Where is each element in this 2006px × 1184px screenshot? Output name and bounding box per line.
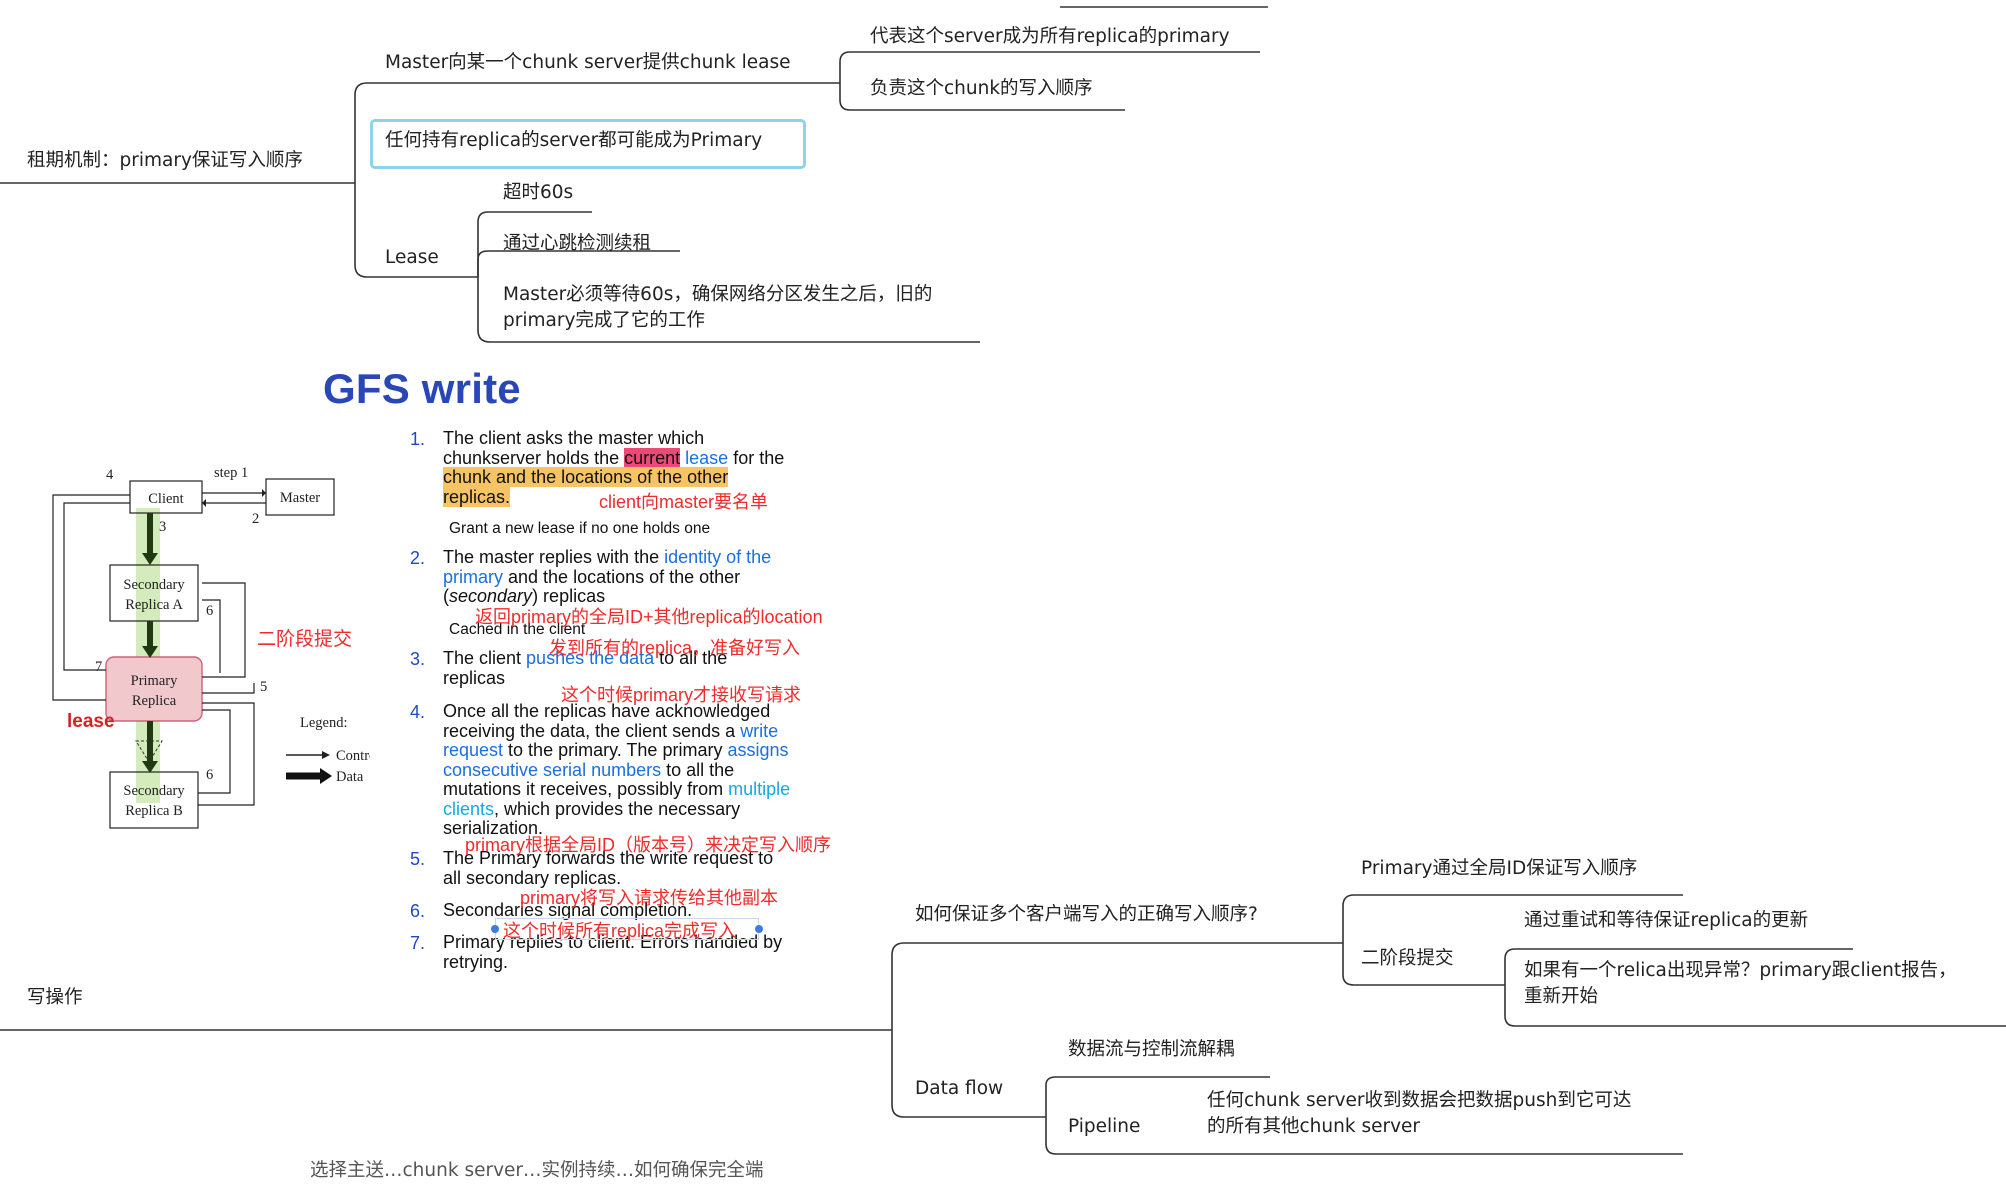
lease-node[interactable]: Lease: [385, 247, 439, 268]
client-box: [129, 480, 203, 514]
step-number-6: 6.: [410, 901, 426, 921]
master-wait-node[interactable]: Master必须等待60s，确保网络分区发生之后，旧的 primary完成了它的…: [503, 282, 932, 334]
two-phase-annotation: 二阶段提交: [257, 629, 353, 650]
global-id-order-node[interactable]: Primary通过全局ID保证写入顺序: [1361, 858, 1638, 879]
write-order-node[interactable]: 负责这个chunk的写入顺序: [870, 78, 1093, 99]
secondary-b-label1: Secondary: [123, 783, 185, 799]
secondary-a-label1: Secondary: [123, 577, 185, 593]
annotation-version-order: primary根据全局ID（版本号）来决定写入顺序: [465, 835, 832, 855]
decouple-node[interactable]: 数据流与控制流解耦: [1068, 1039, 1235, 1060]
annotation-text-box[interactable]: [491, 918, 763, 940]
replica-failure-line1: 如果有一个relica出现异常？primary跟client报告，: [1524, 960, 1957, 981]
legend-label: Legend:: [300, 715, 348, 731]
step-number-7: 7.: [410, 933, 426, 953]
step3-label: 3: [159, 519, 166, 535]
step-number-3: 3.: [410, 649, 426, 669]
step-1-text: The client asks the master which chunkse…: [443, 428, 785, 507]
master-wait-line1: Master必须等待60s，确保网络分区发生之后，旧的: [503, 284, 933, 305]
resize-handle-right[interactable]: [755, 925, 763, 933]
write-order-question-node[interactable]: 如何保证多个客户端写入的正确写入顺序?: [915, 904, 1258, 925]
lease-mechanism-root[interactable]: 租期机制：primary保证写入顺序: [27, 150, 303, 171]
legend-data-label: Data: [336, 769, 364, 785]
selected-node-highlight: [370, 119, 806, 169]
step-number-2: 2.: [410, 548, 426, 568]
legend-control-label: Control: [336, 748, 370, 764]
step-2-note: Cached in the client: [449, 621, 586, 638]
annotation-send-to-replicas: 发到所有的replica，准备好写入: [549, 638, 801, 658]
data-flow-node[interactable]: Data flow: [915, 1078, 1004, 1099]
primary-of-all-replicas-node[interactable]: 代表这个server成为所有replica的primary: [870, 26, 1230, 47]
pipeline-push-line1: 任何chunk server收到数据会把数据push到它可达: [1207, 1090, 1632, 1111]
primary-label1: Primary: [131, 673, 178, 689]
annotation-forward-replicas: primary将写入请求传给其他副本: [520, 888, 779, 908]
heartbeat-renew-node[interactable]: 通过心跳检测续租: [503, 233, 652, 254]
pipeline-push-node[interactable]: 任何chunk server收到数据会把数据push到它可达 的所有其他chun…: [1207, 1088, 1631, 1140]
master-wait-line2: primary完成了它的工作: [503, 310, 705, 331]
any-replica-primary-node[interactable]: 任何持有replica的server都可能成为Primary: [385, 130, 763, 151]
step-2-text: The master replies with the identity of …: [443, 547, 772, 606]
timeout-node[interactable]: 超时60s: [503, 182, 574, 203]
master-lease-node[interactable]: Master向某一个chunk server提供chunk lease: [385, 52, 791, 73]
step6b-label: 6: [206, 767, 213, 783]
annotation-all-replicas-done: 这个时候所有replica完成写入: [503, 921, 737, 941]
annotation-primary-accepts: 这个时候primary才接收写请求: [561, 685, 802, 705]
step-number-4: 4.: [410, 702, 426, 722]
client-label: Client: [148, 491, 183, 507]
write-operation-root[interactable]: 写操作: [27, 987, 83, 1008]
step-number-5: 5.: [410, 849, 426, 869]
pipeline-node[interactable]: Pipeline: [1068, 1116, 1141, 1137]
replica-failure-line2: 重新开始: [1524, 986, 1599, 1007]
primary-replica-box: [105, 656, 203, 722]
step-5-text: The Primary forwards the write request t…: [443, 848, 774, 888]
step6a-label: 6: [206, 603, 213, 619]
step-number-1: 1.: [410, 429, 426, 449]
gfs-architecture-diagram: Client Master Secondary Replica A Primar…: [52, 465, 370, 829]
secondary-a-box: [109, 564, 199, 622]
step-4-text: Once all the replicas have acknowledged …: [443, 701, 791, 838]
secondary-a-label2: Replica A: [125, 597, 183, 613]
step-7-text: Primary replies to client. Errors handle…: [443, 932, 783, 972]
bottom-clipped-node[interactable]: 选择主送…chunk server…实例持续…如何确保完全端: [310, 1160, 764, 1181]
step-6-text: Secondaries signal completion.: [443, 900, 693, 920]
retry-wait-node[interactable]: 通过重试和等待保证replica的更新: [1524, 910, 1809, 931]
step1-label: step 1: [214, 465, 248, 481]
master-label: Master: [280, 490, 320, 506]
annotation-client-asks-master: client向master要名单: [599, 492, 769, 512]
step5-label: 5: [260, 679, 267, 695]
master-box: [265, 478, 335, 516]
gfs-write-title: GFS write: [323, 365, 521, 412]
replica-failure-node[interactable]: 如果有一个relica出现异常？primary跟client报告， 重新开始: [1524, 958, 1957, 1010]
step4-label: 4: [106, 467, 114, 483]
two-phase-commit-node[interactable]: 二阶段提交: [1361, 948, 1454, 969]
annotation-return-primary-id: 返回primary的全局ID+其他replica的location: [475, 607, 823, 627]
step2-label: 2: [252, 511, 259, 527]
primary-label2: Replica: [132, 693, 177, 709]
pipeline-push-line2: 的所有其他chunk server: [1207, 1116, 1421, 1137]
secondary-b-box: [109, 771, 199, 829]
lease-annotation: lease: [67, 711, 115, 732]
secondary-b-label2: Replica B: [125, 803, 183, 819]
step-1-note: Grant a new lease if no one holds one: [449, 520, 711, 537]
step-3-text: The client pushes the data to all the re…: [443, 648, 728, 688]
step7-label: 7: [95, 659, 102, 675]
resize-handle-left[interactable]: [491, 925, 499, 933]
